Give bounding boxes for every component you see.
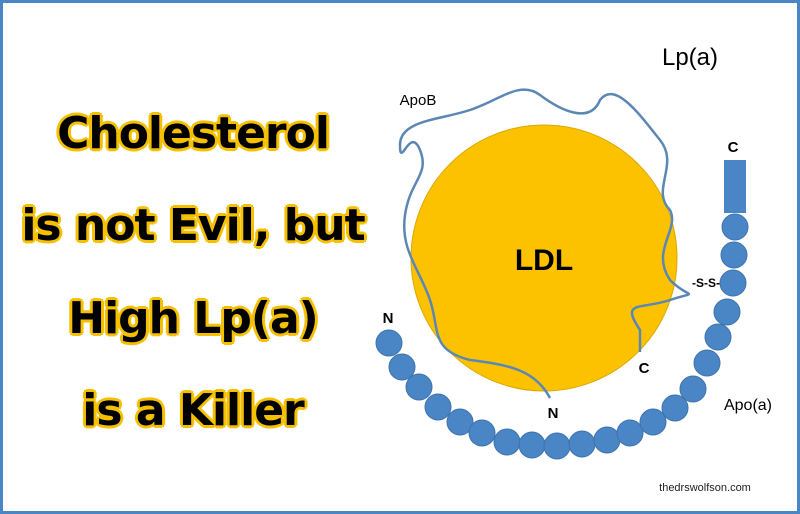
apoa-kringle-bead [639,408,667,436]
apoa-kringle-bead [593,426,621,454]
apoa-kringle-bead [468,419,496,447]
apoa-kringle-bead [518,431,546,459]
apob-c-terminus: C [639,360,650,377]
apoa-kringle-bead [446,408,474,436]
apoa-kringle-bead [661,394,689,422]
diagram-title: Lp(a) [662,44,718,71]
headline-line-3: High Lp(a) [68,293,319,344]
apoa-kringle-bead [720,241,748,269]
apoa-kringle-bead [388,353,416,381]
apoa-kringle-bead [693,349,721,377]
apoa-kringle-bead [568,430,596,458]
apoa-kringle-bead [721,213,749,241]
apoa-kringle-bead [375,329,403,357]
apoa-kringle-bead [679,375,707,403]
ldl-label: LDL [515,244,573,277]
apoa-kringle-bead [543,432,571,460]
apoa-kringle-bead [616,419,644,447]
apoa-n-terminus: N [383,310,394,327]
apob-label: ApoB [400,92,437,109]
apoa-kringle-bead [493,428,521,456]
apoa-c-terminus: C [728,139,739,156]
apob-strand [398,88,691,399]
headline-line-1: Cholesterol [57,108,330,159]
apoa-label: Apo(a) [724,397,772,414]
apoa-kringle-bead [704,323,732,351]
apob-n-terminus: N [548,405,559,422]
apoa-kringle-bead [405,373,433,401]
disulfide-bond-label: -S-S- [692,276,720,290]
headline-line-2: is not Evil, but [21,200,365,251]
apoa-kringle-bead [424,393,452,421]
apoa-kringle-bead [719,269,747,297]
headline-line-4: is a Killer [82,385,304,436]
apoa-kringle-bead [713,298,741,326]
lpa-diagram: LDL Lp(a) ApoB C -S-S- N N C Apo(a) thed… [375,44,772,494]
apoa-protease-domain [724,160,746,213]
credit-text: thedrswolfson.com [659,482,751,494]
